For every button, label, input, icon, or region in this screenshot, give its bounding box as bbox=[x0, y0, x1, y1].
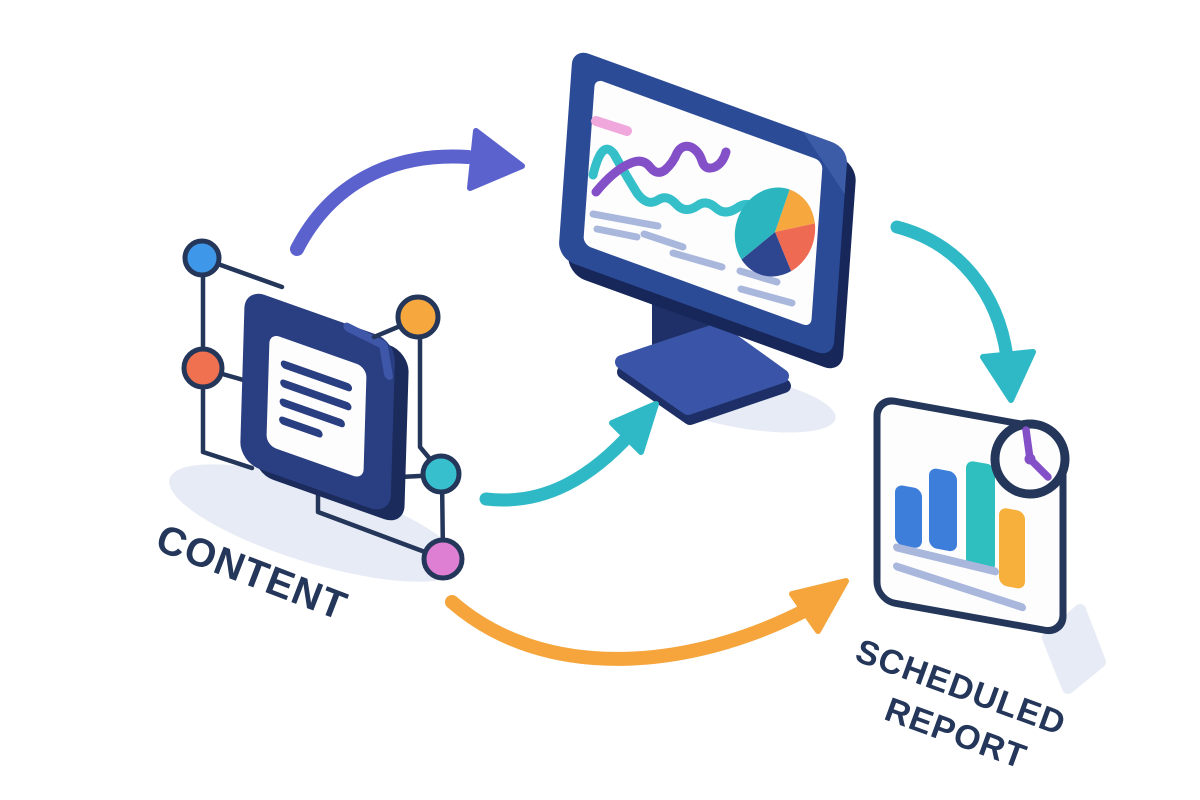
node-dot-teal bbox=[420, 453, 462, 495]
pie-slice-coral bbox=[775, 223, 816, 272]
content-square-bevel bbox=[343, 322, 393, 380]
bar-blue-short bbox=[895, 485, 922, 548]
screen-text-line bbox=[669, 249, 726, 271]
screen-text-line bbox=[640, 230, 687, 251]
arrow-head bbox=[980, 349, 1036, 403]
screen-text-line bbox=[593, 225, 641, 241]
monitor-group bbox=[559, 52, 856, 425]
pie-slice-navy bbox=[741, 232, 792, 277]
arrow-head bbox=[467, 128, 525, 191]
screen-text-lines bbox=[589, 210, 796, 307]
screen-text-line bbox=[736, 267, 781, 286]
arrow-curve bbox=[479, 423, 641, 507]
monitor-stand-base bbox=[615, 323, 789, 415]
bar-yellow bbox=[999, 508, 1025, 589]
arrow-curve bbox=[445, 595, 813, 666]
content-square bbox=[240, 293, 409, 521]
content-shadow bbox=[169, 464, 461, 582]
node-dot-pink bbox=[421, 537, 465, 581]
report-bars bbox=[895, 461, 1025, 589]
bar-teal bbox=[966, 461, 995, 571]
network-dots bbox=[181, 238, 465, 581]
line-chart-purple bbox=[591, 141, 731, 197]
report-text-line bbox=[893, 543, 999, 576]
node-dot-blue bbox=[182, 238, 222, 278]
screen-text-line bbox=[737, 285, 796, 307]
flow-arrows bbox=[290, 128, 1036, 666]
monitor-frame-bevel bbox=[802, 131, 847, 194]
screen-content bbox=[588, 116, 816, 307]
arrow-content-to-monitor-bottom bbox=[479, 401, 659, 507]
connector-line bbox=[200, 369, 255, 471]
document-line bbox=[280, 379, 352, 411]
screen-pink-dash bbox=[591, 116, 632, 136]
pie-chart-icon bbox=[734, 187, 816, 277]
report-group bbox=[873, 397, 1070, 635]
document-line bbox=[280, 360, 353, 392]
arrow-content-to-monitor-top bbox=[290, 128, 525, 256]
node-dot-orange bbox=[181, 346, 225, 390]
arrow-content-to-report bbox=[445, 578, 849, 666]
content-node-group bbox=[181, 238, 465, 581]
arrow-curve bbox=[290, 149, 475, 256]
report-shadow bbox=[1042, 604, 1106, 694]
node-dot-yellow bbox=[395, 294, 441, 340]
arrow-head bbox=[609, 401, 659, 455]
clock-center-dot bbox=[1024, 453, 1036, 465]
clock-icon bbox=[990, 419, 1070, 499]
document-text-lines bbox=[279, 360, 353, 438]
arrow-head bbox=[789, 578, 849, 634]
pie-slice-teal bbox=[734, 187, 790, 260]
document-line bbox=[279, 416, 323, 438]
arrow-curve bbox=[890, 220, 1014, 364]
screen-text-line bbox=[589, 210, 662, 230]
document-line bbox=[279, 398, 345, 428]
report-text-line bbox=[893, 562, 1026, 612]
report-text-lines bbox=[893, 543, 1026, 612]
arrow-monitor-to-report bbox=[890, 220, 1036, 403]
bar-blue-tall bbox=[929, 468, 957, 552]
pie-slice-orange bbox=[775, 189, 815, 232]
